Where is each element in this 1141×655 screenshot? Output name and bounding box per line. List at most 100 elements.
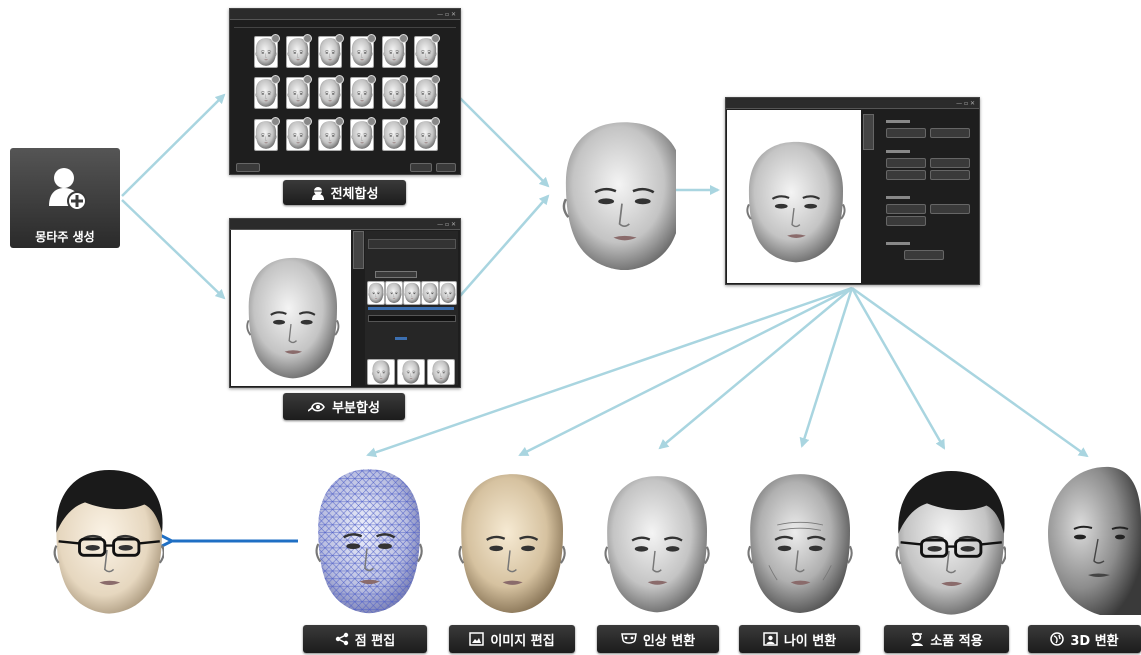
- point-edit-face: [312, 465, 424, 617]
- face-thumbnail[interactable]: [254, 75, 280, 109]
- mask-icon: [620, 633, 637, 644]
- face-thumbnail[interactable]: [350, 34, 376, 68]
- face-thumbnail[interactable]: [350, 117, 376, 151]
- face-thumbnail[interactable]: [286, 75, 312, 109]
- age-change-button[interactable]: 나이 변환: [739, 625, 860, 653]
- editor-tool-button[interactable]: [904, 250, 944, 260]
- impression-change-button[interactable]: 인상 변환: [597, 625, 719, 653]
- panel-heading: [886, 196, 910, 199]
- partial-face-icon: [308, 401, 326, 412]
- panel-heading: [886, 242, 910, 245]
- arrow-to-3d: [851, 286, 1089, 458]
- face-thumbnail[interactable]: [318, 75, 344, 109]
- 3d-convert-button[interactable]: 3D 변환: [1028, 625, 1141, 653]
- montage-editor-screenshot: — ▫ ✕: [725, 97, 980, 285]
- editor-tool-panel: [874, 110, 978, 283]
- editor-tool-button[interactable]: [930, 158, 970, 168]
- editor-tool-button[interactable]: [886, 204, 926, 214]
- image-edit-label: 이미지 편집: [490, 633, 555, 649]
- editor-tool-button[interactable]: [930, 128, 970, 138]
- editor-face: [727, 110, 861, 283]
- part-thumbnail[interactable]: [367, 281, 385, 305]
- face-thumbnail[interactable]: [382, 75, 408, 109]
- part-thumbnail[interactable]: [421, 281, 439, 305]
- add-user-icon: [49, 168, 87, 211]
- editor-canvas: [727, 110, 861, 283]
- result-thumbnail[interactable]: [397, 359, 425, 385]
- full-synthesis-label: 전체합성: [330, 187, 379, 202]
- result-thumbnail[interactable]: [367, 359, 395, 385]
- 3d-face: [1047, 465, 1141, 615]
- arrow-to-full: [121, 93, 226, 197]
- point-edit-button[interactable]: 점 편집: [303, 625, 427, 653]
- arrow-to-partial: [121, 199, 226, 300]
- face-thumbnail[interactable]: [350, 75, 376, 109]
- create-montage-tile[interactable]: 몽타주 생성: [10, 148, 120, 248]
- arrow-to-accessory: [850, 287, 946, 450]
- options-panel: [365, 231, 458, 385]
- face-thumbnail[interactable]: [318, 117, 344, 151]
- accessory-apply-button[interactable]: 소품 적용: [884, 625, 1009, 653]
- arrow-to-point-edit: [366, 286, 853, 458]
- face-synthesis-icon: [311, 186, 324, 200]
- impression-change-label: 인상 변환: [642, 633, 696, 649]
- result-face-with-glasses: [46, 470, 164, 616]
- partial-synthesis-label: 부분합성: [332, 401, 380, 416]
- impression-face: [601, 472, 711, 618]
- window-titlebar: — ▫ ✕: [230, 219, 460, 230]
- face-thumbnail[interactable]: [414, 75, 440, 109]
- face-thumbnail[interactable]: [414, 117, 440, 151]
- arrow-to-age: [799, 287, 854, 448]
- window-titlebar: — ▫ ✕: [230, 9, 460, 20]
- window-button-left[interactable]: [236, 163, 260, 172]
- face-thumbnail[interactable]: [414, 34, 440, 68]
- editor-tool-button[interactable]: [930, 170, 970, 180]
- image-icon: [469, 632, 485, 646]
- face-thumbnail[interactable]: [286, 117, 312, 151]
- part-thumbnail[interactable]: [439, 281, 457, 305]
- face-thumbnail[interactable]: [254, 34, 280, 68]
- age-change-label: 나이 변환: [783, 633, 837, 649]
- face-thumbnail[interactable]: [254, 117, 280, 151]
- face-thumbnail[interactable]: [382, 117, 408, 151]
- editor-tool-button[interactable]: [886, 158, 926, 168]
- arrow-partial-to-face: [459, 194, 550, 297]
- full-synthesis-screenshot: — ▫ ✕: [229, 8, 461, 175]
- part-thumbnail[interactable]: [385, 281, 403, 305]
- arrow-full-to-face: [459, 97, 550, 188]
- accessory-face: [888, 471, 1006, 617]
- face-preview: [231, 230, 351, 386]
- full-synthesis-button[interactable]: 전체합성: [283, 180, 406, 205]
- accessory-apply-label: 소품 적용: [930, 633, 983, 649]
- window-button-cancel[interactable]: [436, 163, 456, 172]
- panel-heading: [886, 150, 910, 153]
- image-edit-face: [455, 470, 567, 618]
- 3d-convert-label: 3D 변환: [1070, 633, 1119, 649]
- arrow-to-image-edit: [518, 286, 853, 457]
- editor-tool-button[interactable]: [886, 216, 926, 226]
- face-thumbnail[interactable]: [318, 34, 344, 68]
- person-accessory-icon: [911, 632, 924, 646]
- synthesized-face: [553, 120, 676, 270]
- editor-tool-button[interactable]: [930, 204, 970, 214]
- create-montage-label: 몽타주 생성: [35, 230, 95, 244]
- part-thumbnail[interactable]: [403, 281, 421, 305]
- 3d-sphere-icon: [1050, 632, 1065, 646]
- editor-tool-button[interactable]: [886, 128, 926, 138]
- partial-synthesis-screenshot: — ▫ ✕: [229, 218, 461, 388]
- face-thumbnail[interactable]: [286, 34, 312, 68]
- face-canvas: [231, 230, 351, 386]
- editor-tool-button[interactable]: [886, 170, 926, 180]
- share-points-icon: [335, 632, 348, 646]
- portrait-icon: [763, 632, 778, 646]
- arrow-to-impression: [658, 287, 853, 450]
- window-button-ok[interactable]: [410, 163, 432, 172]
- face-thumbnail[interactable]: [382, 34, 408, 68]
- partial-synthesis-button[interactable]: 부분합성: [283, 393, 405, 420]
- age-face: [744, 470, 854, 618]
- image-edit-button[interactable]: 이미지 편집: [449, 625, 575, 653]
- window-titlebar: — ▫ ✕: [726, 98, 979, 109]
- result-thumbnail[interactable]: [427, 359, 455, 385]
- point-edit-label: 점 편집: [354, 633, 396, 649]
